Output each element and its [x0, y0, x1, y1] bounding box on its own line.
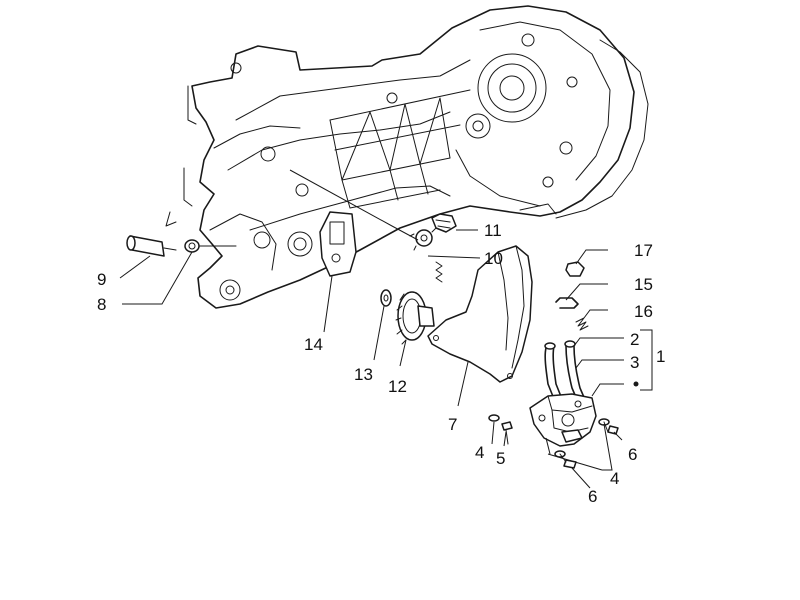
callout-16: 16: [634, 302, 653, 321]
callout-3: 3: [630, 353, 639, 372]
callout-10: 10: [484, 249, 503, 268]
callout-14: 14: [304, 335, 323, 354]
callout-6a: 6: [628, 445, 637, 464]
part-10-sprocket: [409, 227, 437, 251]
callout-1: 1: [656, 347, 665, 366]
part-5-screw: [501, 421, 513, 445]
part-7-chain-guard: [427, 245, 533, 383]
callout-9: 9: [97, 270, 106, 289]
callout-12: 12: [388, 377, 407, 396]
callout-15: 15: [634, 275, 653, 294]
part-17-nut: [565, 261, 585, 277]
callout-4a: 4: [475, 443, 484, 462]
callout-2: 2: [630, 330, 639, 349]
callout-13: 13: [354, 365, 373, 384]
part-12-gear: [395, 291, 435, 345]
callout-8: 8: [97, 295, 106, 314]
callout-labels: 1 2 3 4 4 5 6 6 7 8 9 10 11 12 13 14 15 …: [97, 221, 665, 506]
callout-7: 7: [448, 415, 457, 434]
crankcase-housing: [165, 5, 649, 309]
part-14-cover-plate: [319, 211, 357, 277]
callout-11: 11: [484, 221, 502, 240]
part-11-chain: [431, 213, 457, 233]
part-13-washer: [380, 289, 392, 307]
small-spring: [435, 261, 443, 283]
part-15-clip: [555, 297, 579, 309]
part-9-fitting: [126, 235, 177, 257]
part-16-spring: [575, 317, 589, 331]
callout-6b: 6: [588, 487, 597, 506]
part-1-oil-pump: [529, 393, 597, 447]
callout-4b: 4: [610, 469, 619, 488]
callout-5: 5: [496, 449, 505, 468]
callout-17: 17: [634, 241, 653, 260]
leader-lines: [119, 169, 653, 489]
